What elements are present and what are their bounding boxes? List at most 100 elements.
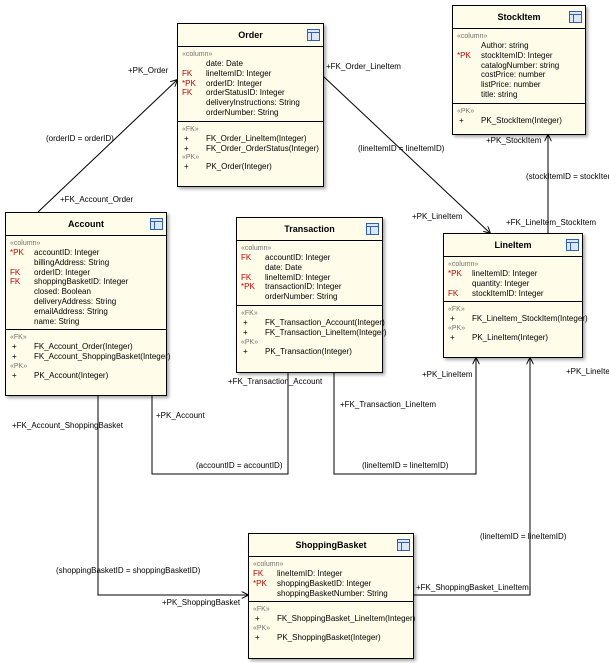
column-row: deliveryAddress: String bbox=[34, 296, 117, 306]
link-order-lineitem bbox=[322, 75, 490, 233]
operation-row: +PK_Order(Integer) bbox=[184, 162, 272, 172]
label-fk-order-lineitem: +FK_Order_LineItem bbox=[326, 62, 401, 71]
operation-row: +FK_ShoppingBasket_LineItem(Integer) bbox=[255, 614, 416, 624]
pk-stereotype: «PK» bbox=[253, 625, 271, 633]
column-row: costPrice: number bbox=[481, 70, 546, 80]
label-pk-lineitem-3: +PK_LineItem bbox=[566, 367, 609, 376]
fk-stereotype: «FK» bbox=[448, 306, 465, 314]
account-table-header: Account bbox=[6, 213, 166, 236]
shoppingbasket-table-header: ShoppingBasket bbox=[249, 534, 413, 557]
column-row: closed: Boolean bbox=[34, 287, 91, 297]
link-shoppingbasket-lineitem bbox=[414, 358, 530, 596]
label-fk-shoppingbasket-lineitem: +FK_ShoppingBasket_LineItem bbox=[416, 583, 529, 592]
column-stereotype: «column» bbox=[182, 51, 213, 58]
account-table-name: Account bbox=[68, 219, 104, 229]
label-fk-account-shoppingbasket: +FK_Account_ShoppingBasket bbox=[12, 421, 123, 430]
table-icon bbox=[150, 218, 163, 230]
column-row: quantity: Integer bbox=[472, 278, 530, 288]
operation-row: +FK_Transaction_Account(Integer) bbox=[243, 317, 385, 327]
fk-stereotype: «FK» bbox=[253, 606, 270, 614]
table-icon bbox=[307, 29, 320, 41]
table-icon bbox=[397, 539, 410, 551]
label-lineitemid-condition-3: (lineItemID = lineItemID) bbox=[480, 532, 567, 541]
operation-row: +FK_LineItem_StockItem(Integer) bbox=[450, 314, 588, 324]
pk-stereotype: «PK» bbox=[182, 154, 200, 162]
link-account-order bbox=[37, 80, 177, 213]
column-row: shoppingBasketNumber: String bbox=[277, 588, 388, 598]
column-stereotype: «column» bbox=[253, 561, 284, 568]
pk-stereotype: «PK» bbox=[241, 338, 259, 346]
column-row: orderNumber: String bbox=[206, 107, 279, 117]
fk-stereotype: «FK» bbox=[182, 125, 199, 133]
column-stereotype: «column» bbox=[10, 240, 41, 247]
table-icon bbox=[566, 239, 579, 251]
operation-row: +PK_ShoppingBasket(Integer) bbox=[255, 633, 381, 643]
label-accountid-condition: (accountID = accountID) bbox=[196, 461, 283, 470]
operation-row: +PK_Transaction(Integer) bbox=[243, 346, 352, 356]
link-account-shoppingbasket bbox=[97, 394, 248, 595]
label-fk-account-order: +FK_Account_Order bbox=[60, 195, 134, 204]
label-pk-account: +PK_Account bbox=[156, 411, 205, 420]
order-table-header: Order bbox=[178, 24, 323, 47]
label-lineitemid-condition-2: (lineItemID = lineItemID) bbox=[362, 461, 449, 470]
stockitem-table-header: StockItem bbox=[453, 6, 585, 29]
label-pk-shoppingbasket: +PK_ShoppingBasket bbox=[162, 598, 241, 607]
operation-row: +FK_Order_OrderStatus(Integer) bbox=[184, 143, 319, 153]
label-pk-lineitem-1: +PK_LineItem bbox=[412, 212, 463, 221]
operation-row: +PK_LineItem(Integer) bbox=[450, 333, 549, 343]
pk-stereotype: «PK» bbox=[457, 107, 475, 115]
column-row: orderNumber: String bbox=[265, 292, 338, 302]
column-row: catalogNumber: string bbox=[481, 60, 560, 70]
label-pk-lineitem-2: +PK_LineItem bbox=[422, 370, 473, 379]
column-row: Author: string bbox=[481, 41, 529, 50]
label-fk-transaction-account: +FK_Transaction_Account bbox=[228, 377, 323, 386]
operation-row: +FK_Order_LineItem(Integer) bbox=[184, 133, 307, 143]
operation-row: +FK_Account_Order(Integer) bbox=[12, 342, 133, 352]
stockitem-table-name: StockItem bbox=[497, 12, 541, 22]
label-pk-order: +PK_Order bbox=[128, 66, 169, 75]
label-fk-transaction-lineitem: +FK_Transaction_LineItem bbox=[340, 400, 436, 409]
transaction-table-header: Transaction bbox=[237, 218, 382, 241]
column-row: name: String bbox=[34, 316, 80, 326]
column-stereotype: «column» bbox=[448, 261, 479, 268]
column-stereotype: «column» bbox=[241, 245, 272, 252]
table-icon bbox=[569, 11, 582, 23]
column-row: deliveryInstructions: String bbox=[206, 98, 300, 108]
label-pk-stockitem: +PK_StockItem bbox=[486, 136, 542, 145]
operation-row: +FK_Transaction_LineItem(Integer) bbox=[243, 327, 387, 337]
operation-row: +PK_StockItem(Integer) bbox=[459, 115, 562, 125]
column-stereotype: «column» bbox=[457, 33, 488, 40]
label-stockitemid-condition: (stockItemID = stockItemID) bbox=[526, 172, 609, 181]
column-row: date: Date bbox=[265, 262, 302, 272]
operation-row: +FK_Account_ShoppingBasket(Integer) bbox=[12, 352, 171, 362]
transaction-table-name: Transaction bbox=[284, 224, 335, 234]
pk-stereotype: «PK» bbox=[448, 325, 466, 333]
operation-row: +PK_Account(Integer) bbox=[12, 370, 109, 380]
column-row: listPrice: number bbox=[481, 80, 541, 90]
column-row: date: Date bbox=[206, 59, 243, 68]
shoppingbasket-table-name: ShoppingBasket bbox=[295, 540, 367, 550]
table-icon bbox=[366, 223, 379, 235]
link-transaction-account bbox=[152, 366, 289, 475]
label-fk-lineitem-stockitem: +FK_LineItem_StockItem bbox=[506, 218, 597, 227]
label-shoppingbasketid-condition: (shoppingBasketID = shoppingBasketID) bbox=[56, 566, 201, 575]
fk-stereotype: «FK» bbox=[10, 334, 27, 342]
link-transaction-lineitem bbox=[333, 358, 476, 475]
